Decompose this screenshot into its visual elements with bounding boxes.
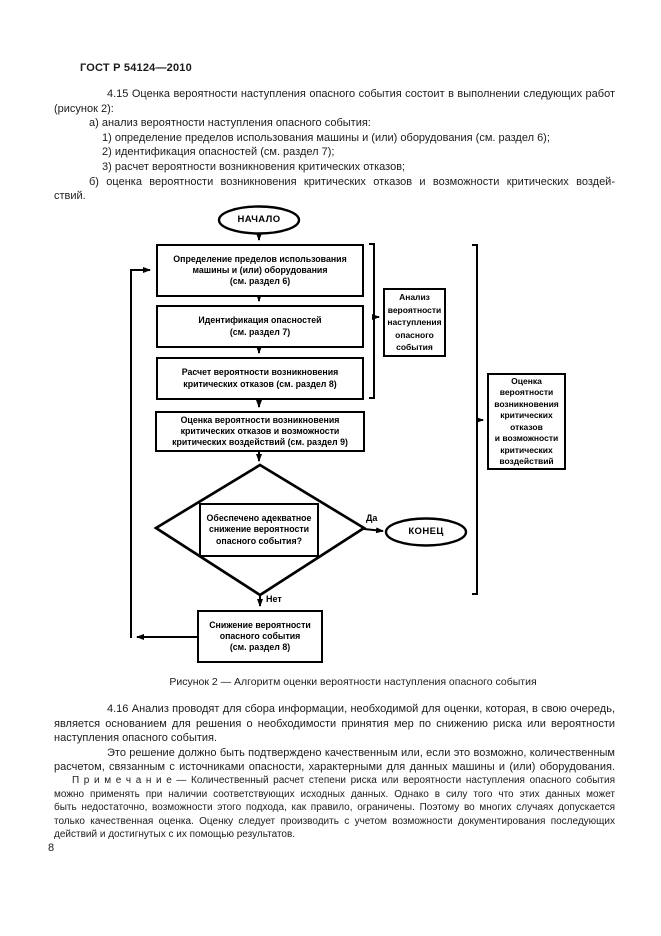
- list-item-a: а) анализ вероятности наступления опасно…: [89, 117, 371, 130]
- paragraph-line: является основанием для решения о необхо…: [54, 717, 615, 730]
- flow-box-identify-hazards: Идентификация опасностей (см. раздел 7): [156, 305, 364, 348]
- list-item-b: б) оценка вероятности возникновения крит…: [89, 175, 615, 188]
- page-number: 8: [48, 842, 55, 854]
- note-line: быть недостаточно, возможности этого под…: [54, 802, 615, 814]
- paragraph-line: ствий.: [54, 190, 86, 203]
- figure-caption: Рисунок 2 — Алгоритм оценки вероятности …: [169, 676, 537, 688]
- assessment-bracket: [472, 244, 478, 595]
- clause-4-15: 4.15 Оценка вероятности наступления опас…: [54, 87, 615, 204]
- side-box-assessment: Оценка вероятности возникновения критиче…: [487, 373, 566, 470]
- decision-text-box: Обеспечено адекватное снижение вероятнос…: [199, 503, 319, 557]
- paragraph-line: наступления опасного события.: [54, 732, 218, 745]
- flow-box-reduce-probability: Снижение вероятности опасного события (с…: [197, 610, 323, 663]
- note-line: действий и достигнутых с их помощью резу…: [54, 829, 296, 841]
- no-branch-label: Нет: [266, 594, 282, 604]
- paragraph-line: Это решение должно быть подтверждено кач…: [107, 746, 615, 759]
- note-line: П р и м е ч а н и е — Количественный рас…: [72, 775, 615, 786]
- list-item-2: 2) идентификация опасностей (см. раздел …: [102, 146, 335, 159]
- end-oval: [384, 517, 468, 547]
- clause-4-16: 4.16 Анализ проводят для сбора информаци…: [54, 702, 615, 775]
- side-box-analysis: Анализ вероятности наступления опасного …: [383, 288, 446, 357]
- paragraph-line: расчетом, связанным с источниками опасно…: [54, 761, 615, 774]
- end-node-label: КОНЕЦ: [408, 526, 444, 537]
- paragraph-line: 4.15 Оценка вероятности наступления опас…: [107, 88, 615, 100]
- note-block: П р и м е ч а н и е — Количественный рас…: [54, 774, 615, 842]
- yes-branch-label: Да: [366, 513, 378, 523]
- doc-code-header: ГОСТ Р 54124—2010: [80, 62, 192, 74]
- list-item-3: 3) расчет вероятности возникновения крит…: [102, 160, 406, 173]
- list-item-1: 1) определение пределов использования ма…: [102, 131, 550, 144]
- note-line: только качественная оценка. Оценку следу…: [54, 815, 615, 827]
- flow-box-assess-failures: Оценка вероятности возникновения критиче…: [155, 411, 365, 452]
- start-node-label: НАЧАЛО: [237, 214, 281, 225]
- flow-box-calc-failures: Расчет вероятности возникновения критиче…: [156, 357, 364, 400]
- analysis-bracket: [369, 243, 375, 399]
- paragraph-line: (рисунок 2):: [54, 102, 114, 115]
- paragraph-line: 4.16 Анализ проводят для сбора информаци…: [107, 703, 615, 715]
- flow-box-define-limits: Определение пределов использования машин…: [156, 244, 364, 297]
- note-line: можно применять при наличии соответствую…: [54, 788, 615, 800]
